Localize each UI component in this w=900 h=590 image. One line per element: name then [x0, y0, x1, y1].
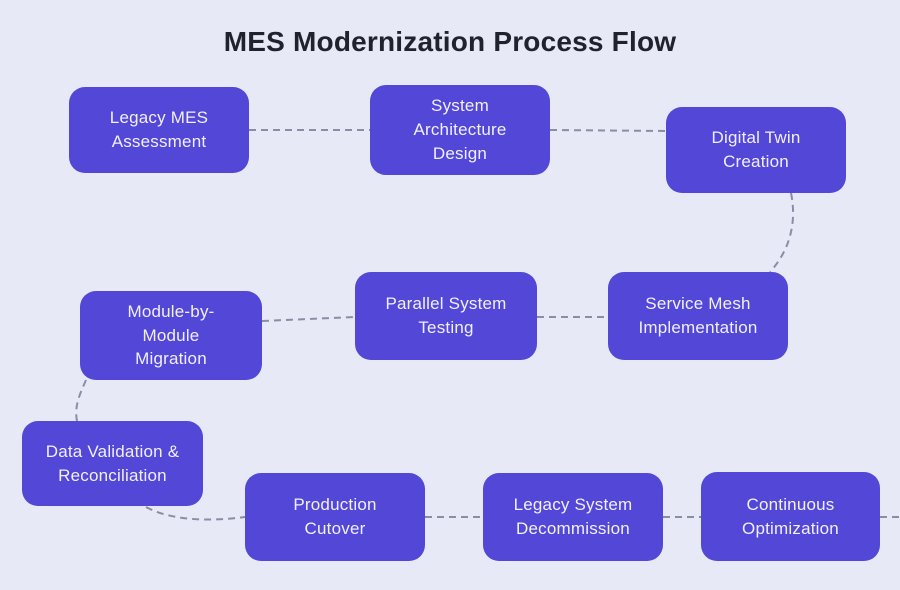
node-system-architecture-design: System Architecture Design	[370, 85, 550, 175]
node-service-mesh-implementation: Service Mesh Implementation	[608, 272, 788, 360]
node-legacy-mes-assessment: Legacy MES Assessment	[69, 87, 249, 173]
node-data-validation-reconciliation: Data Validation & Reconciliation	[22, 421, 203, 506]
connector-data-validation-to-production-cutover	[145, 506, 246, 521]
connector-module-migration-to-data-validation	[75, 379, 87, 422]
diagram-title: MES Modernization Process Flow	[223, 26, 677, 57]
connector-digital-twin-to-service-mesh	[769, 192, 795, 273]
node-continuous-optimization: Continuous Optimization	[701, 472, 880, 561]
node-parallel-system-testing: Parallel System Testing	[355, 272, 537, 360]
node-module-by-module-migration: Module-by- Module Migration	[80, 291, 262, 380]
node-legacy-system-decommission: Legacy System Decommission	[483, 473, 663, 561]
node-production-cutover: Production Cutover	[245, 473, 425, 561]
connector-architecture-to-digital-twin	[549, 129, 667, 132]
node-digital-twin-creation: Digital Twin Creation	[666, 107, 846, 193]
connector-parallel-testing-to-module-migration	[261, 316, 356, 322]
